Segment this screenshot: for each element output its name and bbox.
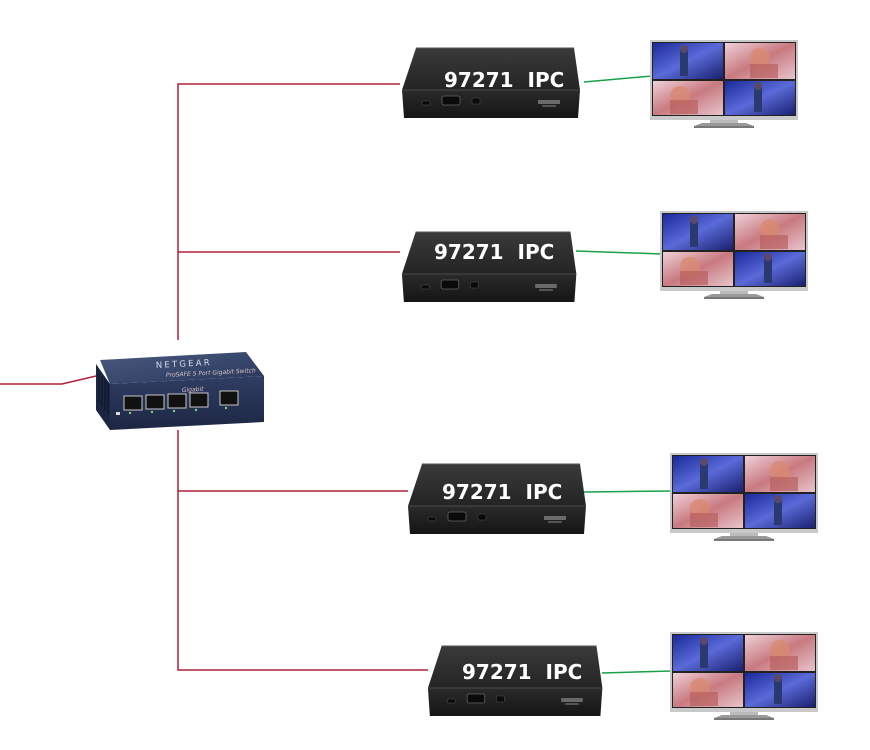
switch-port-5 — [219, 390, 239, 406]
switch-port-4 — [189, 392, 209, 408]
hdmi-cable-3 — [583, 490, 673, 493]
hdmi-cable-2 — [575, 250, 663, 255]
decoder-label: 97271 IPC — [442, 480, 562, 504]
uplink-cable — [0, 375, 97, 385]
quad-view-tv-icon — [670, 632, 818, 720]
switch-subtitle: ProSAFE 5 Port Gigabit Switch — [166, 367, 256, 379]
trunk-lower-cable — [177, 430, 428, 671]
quad-view-tv-icon — [660, 211, 808, 299]
quad-view-tv-icon — [670, 453, 818, 541]
switch-port-1 — [123, 395, 143, 411]
decoder-label: 97271 IPC — [434, 240, 554, 264]
hdmi-cable-1 — [583, 75, 653, 83]
decoder-label: 97271 IPC — [462, 660, 582, 684]
network-cabling — [0, 83, 428, 671]
switch-port-2 — [145, 394, 165, 410]
network-switch-icon: NETGEAR ProSAFE 5 Port Gigabit Switch Gi… — [96, 352, 264, 430]
decoder-label: 97271 IPC — [444, 68, 564, 92]
switch-model: Gigabit — [182, 386, 205, 394]
hdmi-cabling — [575, 75, 673, 674]
decoder-box-2: 97271 IPC — [401, 231, 577, 303]
decoder-box-3: 97271 IPC — [407, 463, 587, 535]
decoder-box-1: 97271 IPC — [401, 47, 581, 119]
decoder-box-4: 97271 IPC — [427, 645, 603, 717]
quad-view-tv-icon — [650, 40, 798, 128]
hdmi-cable-4 — [601, 670, 673, 674]
trunk-upper-cable — [177, 83, 400, 340]
switch-port-3 — [167, 393, 187, 409]
switch-brand: NETGEAR — [156, 358, 212, 371]
